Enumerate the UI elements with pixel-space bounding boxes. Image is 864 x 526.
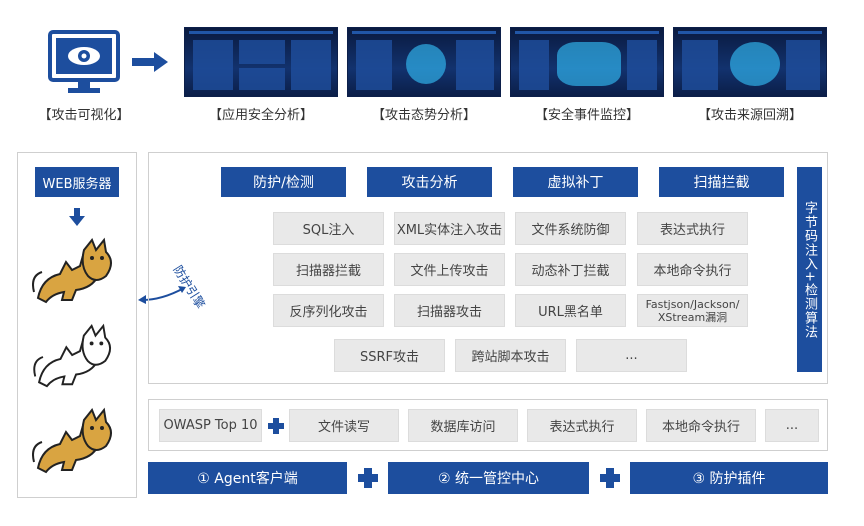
cap-file-upload: 文件上传攻击 — [394, 253, 505, 286]
owasp-expression-exec: 表达式执行 — [527, 409, 637, 442]
owasp-panel — [148, 399, 828, 451]
owasp-top10-label: OWASP Top 10 — [159, 409, 262, 442]
web-server-label: WEB服务器 — [35, 167, 119, 197]
cap-scanner-attack: 扫描器攻击 — [394, 294, 505, 327]
caption-app-security: 【应用安全分析】 — [208, 108, 313, 123]
caption-attack-situation: 【攻击态势分析】 — [371, 108, 476, 123]
owasp-file-rw: 文件读写 — [289, 409, 399, 442]
cap-xss: 跨站脚本攻击 — [455, 339, 566, 372]
header-attack-analysis: 攻击分析 — [367, 167, 492, 197]
cap-xml-entity: XML实体注入攻击 — [394, 212, 505, 245]
header-protection-detection: 防护/检测 — [221, 167, 346, 197]
plus-icon-2 — [600, 468, 620, 492]
cap-expression-exec: 表达式执行 — [637, 212, 748, 245]
monitor-icon — [48, 30, 120, 100]
caption-attack-visualization: 【攻击可视化】 — [38, 108, 130, 123]
bidirectional-arrow-icon — [138, 282, 188, 308]
thumbnail-source-trace — [673, 27, 827, 97]
owasp-local-command: 本地命令执行 — [646, 409, 756, 442]
side-label-text: 字节码注入+检测算法 — [802, 200, 817, 339]
component-control-center: ② 统一管控中心 — [388, 462, 589, 494]
plus-icon-1 — [358, 468, 378, 492]
side-label-bytecode-injection: 字节码注入+检测算法 — [797, 167, 822, 372]
tomcat-logo-gold — [32, 236, 124, 312]
cap-dynamic-patch: 动态补丁拦截 — [515, 253, 626, 286]
capabilities-panel — [148, 152, 828, 384]
tomcat-logo-white — [32, 322, 124, 396]
cap-ssrf: SSRF攻击 — [334, 339, 445, 372]
cap-fastjson-vuln: Fastjson/Jackson/ XStream漏洞 — [637, 294, 748, 327]
arrow-right-icon — [132, 52, 168, 76]
thumbnail-app-security — [184, 27, 338, 97]
owasp-more: ... — [765, 409, 819, 442]
arrow-down-icon — [69, 208, 85, 230]
web-server-panel — [17, 152, 137, 498]
plus-icon — [268, 418, 284, 438]
caption-event-monitor: 【安全事件监控】 — [534, 108, 639, 123]
cap-sql-injection: SQL注入 — [273, 212, 384, 245]
tomcat-logo-gold-2 — [32, 406, 124, 482]
cap-filesystem-defense: 文件系统防御 — [515, 212, 626, 245]
component-protection-plugin: ③ 防护插件 — [630, 462, 828, 494]
header-scan-block: 扫描拦截 — [659, 167, 784, 197]
caption-source-trace: 【攻击来源回溯】 — [697, 108, 802, 123]
thumbnail-event-monitor — [510, 27, 664, 97]
cap-deserialization: 反序列化攻击 — [273, 294, 384, 327]
cap-local-command: 本地命令执行 — [637, 253, 748, 286]
cap-scanner-block: 扫描器拦截 — [273, 253, 384, 286]
owasp-db-access: 数据库访问 — [408, 409, 518, 442]
cap-url-blacklist: URL黑名单 — [515, 294, 626, 327]
component-agent-client: ① Agent客户端 — [148, 462, 347, 494]
header-virtual-patch: 虚拟补丁 — [513, 167, 638, 197]
cap-more: ... — [576, 339, 687, 372]
thumbnail-attack-situation — [347, 27, 501, 97]
